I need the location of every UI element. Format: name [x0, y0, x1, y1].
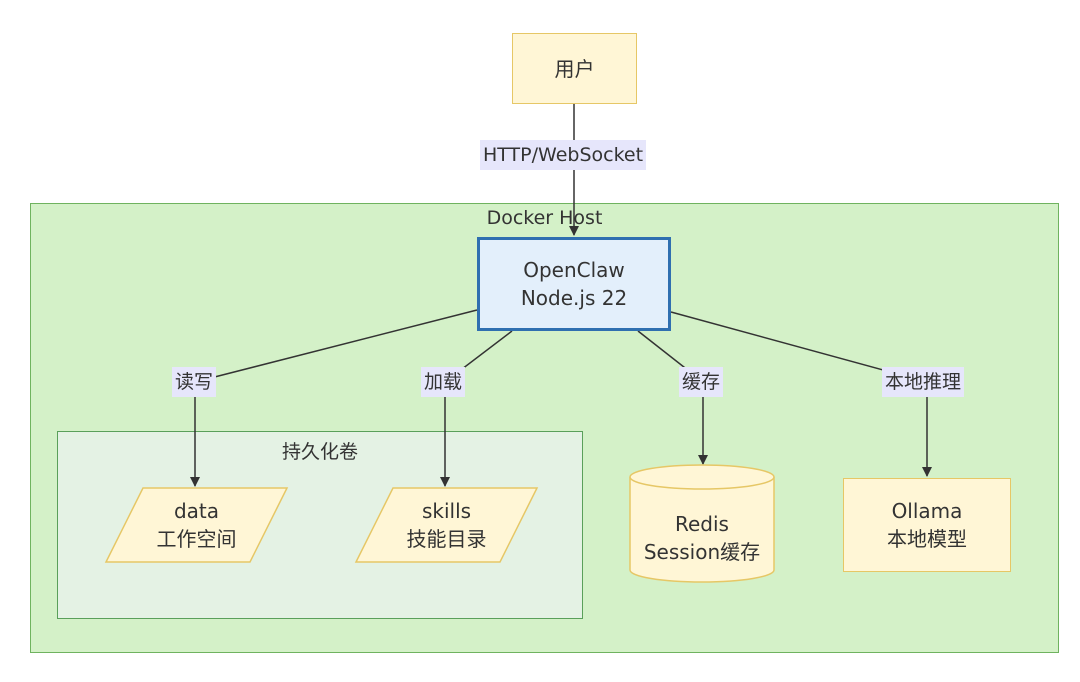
redis-name: Redis [675, 512, 729, 536]
redis-description: Session缓存 [643, 540, 761, 564]
ollama-description: 本地模型 [887, 527, 967, 551]
redis-node-text: Redis Session缓存 [630, 496, 774, 580]
data-description: 工作空间 [156, 527, 237, 551]
openclaw-runtime: Node.js 22 [520, 286, 628, 310]
user-node: 用户 [512, 33, 637, 104]
skills-directory-node [354, 487, 539, 563]
edge-openclaw-skills [440, 330, 513, 487]
skills-name: skills [421, 499, 472, 523]
openclaw-name: OpenClaw [523, 258, 625, 282]
redis-cache-node [629, 464, 775, 583]
data-workspace-node [104, 487, 289, 563]
skills-description: 技能目录 [406, 527, 487, 551]
persistent-volumes-label: 持久化卷 [281, 441, 358, 463]
data-name: data [173, 499, 220, 523]
data-node-text: data 工作空间 [106, 488, 287, 562]
edge-label-http-websocket: HTTP/WebSocket [480, 140, 647, 170]
skills-node-text: skills 技能目录 [356, 488, 537, 562]
openclaw-node: OpenClaw Node.js 22 [477, 237, 671, 331]
edge-label-load: 加载 [421, 367, 466, 397]
edge-label-cache: 缓存 [679, 367, 724, 397]
edge-label-local-inference: 本地推理 [882, 367, 965, 397]
ollama-node: Ollama 本地模型 [843, 478, 1011, 572]
edge-label-read-write: 读写 [172, 367, 217, 397]
edge-openclaw-data [190, 309, 478, 487]
ollama-name: Ollama [891, 499, 963, 523]
user-label: 用户 [554, 56, 595, 81]
edge-openclaw-redis [637, 330, 708, 465]
